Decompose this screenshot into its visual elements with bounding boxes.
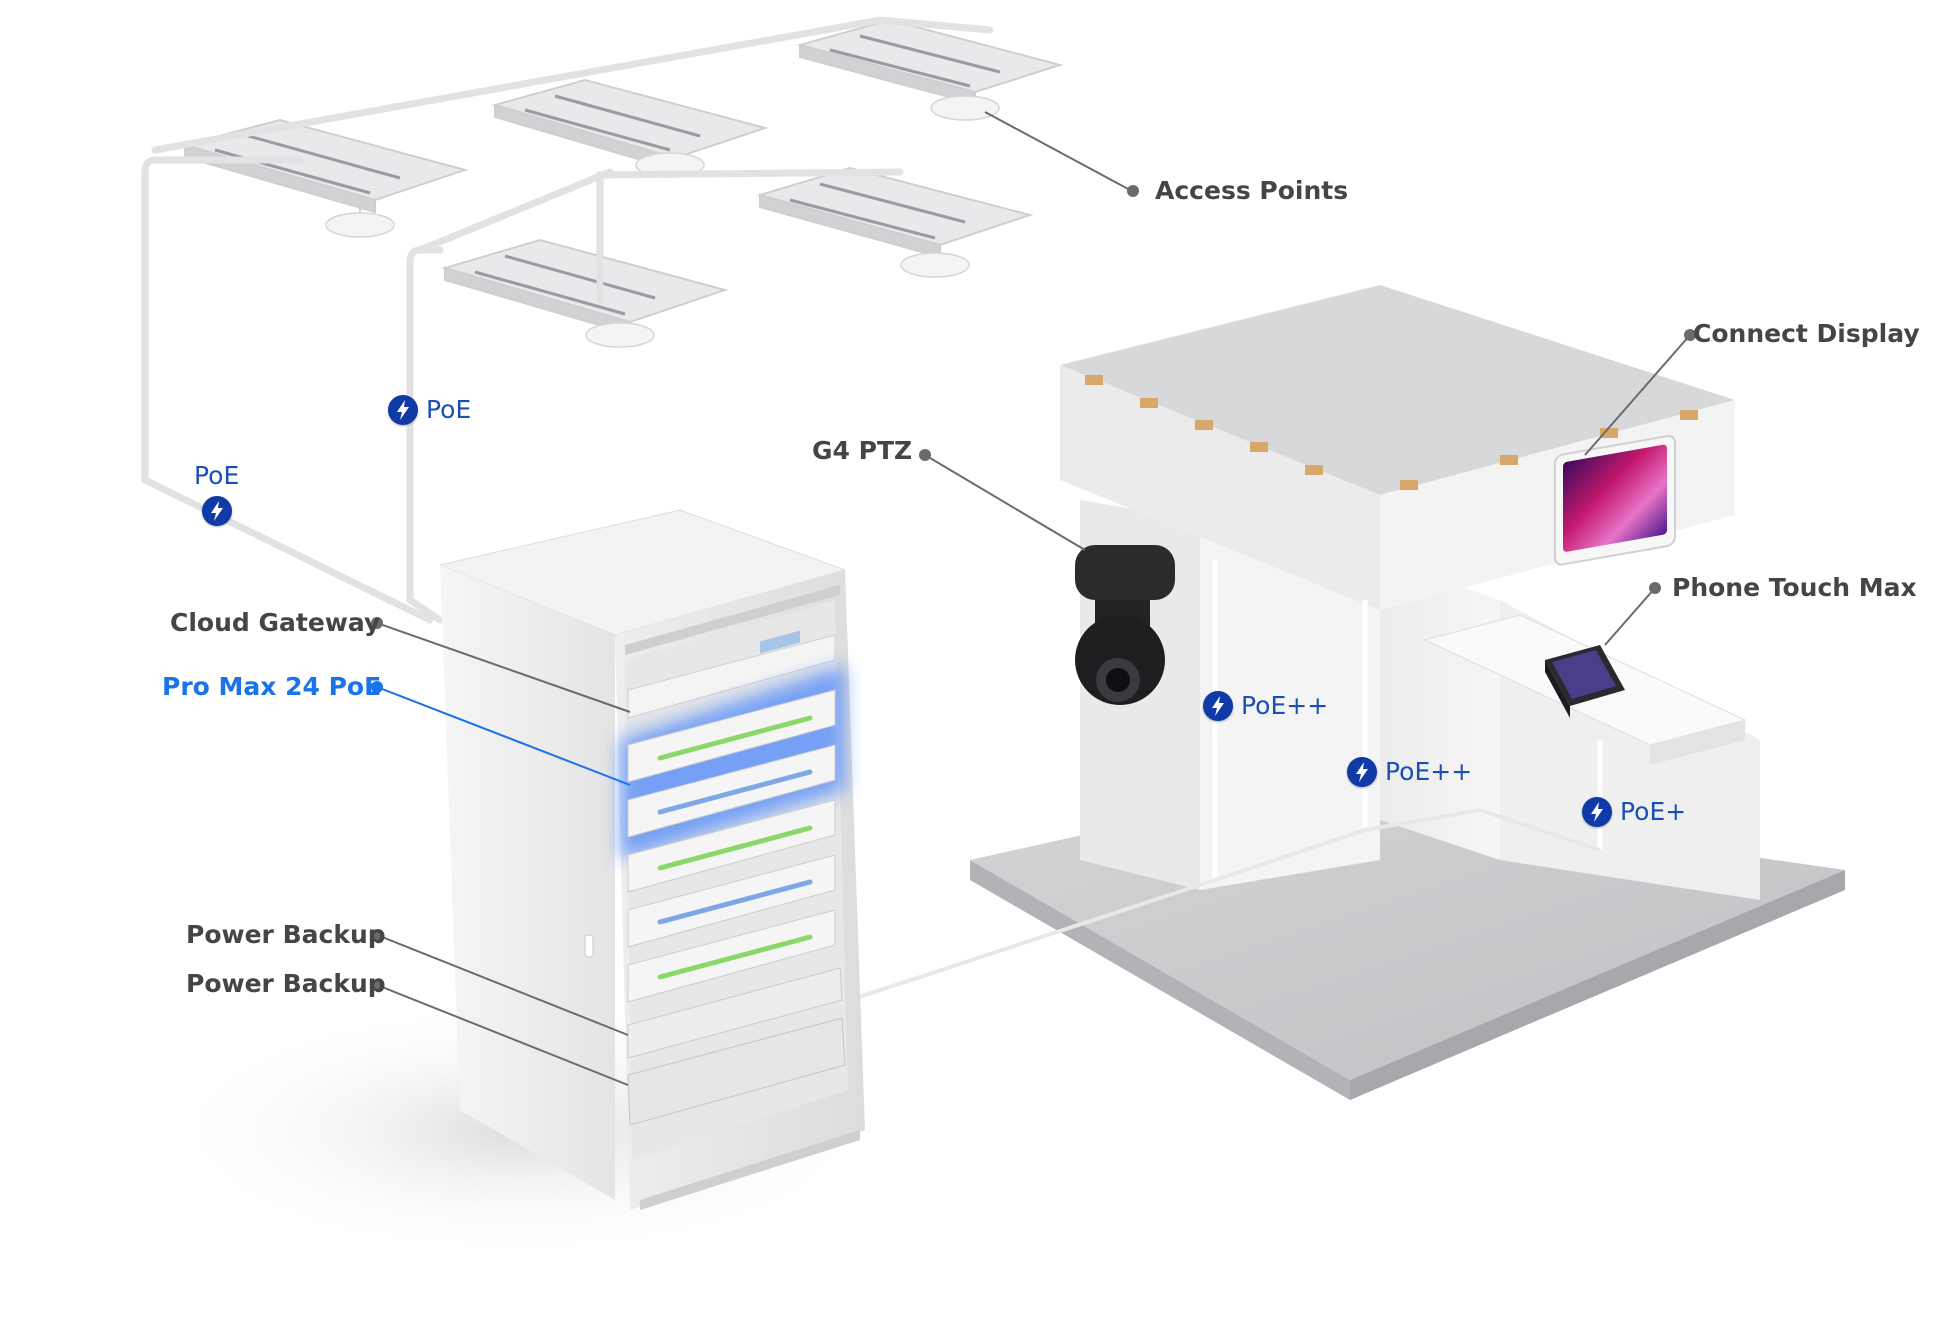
label-cloud-gateway: Cloud Gateway xyxy=(170,608,381,637)
label-connect-display: Connect Display xyxy=(1693,319,1920,348)
label-g4-ptz: G4 PTZ xyxy=(812,436,913,465)
g4-ptz-camera xyxy=(1075,545,1175,705)
poe-tag-label: PoE++ xyxy=(1241,691,1329,720)
power-backup-unit xyxy=(627,1017,846,1126)
poe-tag-phone: PoE+ xyxy=(1582,796,1686,828)
poe-tag-label: PoE++ xyxy=(1385,757,1473,786)
poe-cables xyxy=(141,16,994,624)
phone-touch-max-device xyxy=(1545,645,1625,718)
poe-tag-label: PoE xyxy=(426,395,472,424)
ceiling-tile xyxy=(491,78,769,172)
lightning-bolt-icon xyxy=(201,496,232,526)
poe-tag-display: PoE++ xyxy=(1347,756,1472,788)
connect-display-device xyxy=(1554,434,1676,566)
lightning-bolt-icon xyxy=(1203,691,1233,721)
lightning-bolt-icon xyxy=(1582,797,1612,827)
access-point-icon xyxy=(900,252,970,278)
label-power-backup-2: Power Backup xyxy=(186,969,386,998)
label-power-backup-1: Power Backup xyxy=(186,920,386,949)
ceiling-tile xyxy=(796,18,1064,106)
switch-unit xyxy=(627,689,836,783)
poe-tag-left: PoE xyxy=(194,460,239,526)
access-point-icon xyxy=(325,212,395,238)
label-access-points: Access Points xyxy=(1155,176,1349,205)
access-point-icon xyxy=(930,95,1000,121)
lightning-bolt-icon xyxy=(388,395,418,425)
ceiling-tile xyxy=(441,238,729,336)
label-pro-max-24-poe: Pro Max 24 PoE xyxy=(162,672,382,701)
ceiling-tile xyxy=(756,166,1034,259)
power-backup-unit xyxy=(627,967,843,1059)
ceiling-tiles xyxy=(181,18,1064,336)
lightning-bolt-icon xyxy=(1347,757,1377,787)
callout-dots xyxy=(371,185,1696,991)
poe-tag-camera: PoE++ xyxy=(1203,690,1328,722)
poe-tag-inner: PoE xyxy=(388,394,471,426)
cloud-gateway-unit xyxy=(627,630,836,719)
access-point-icon xyxy=(585,322,655,348)
callout-lines xyxy=(376,111,1691,1086)
poe-tag-label: PoE+ xyxy=(1620,797,1687,826)
switch-unit xyxy=(627,799,836,893)
rack-units xyxy=(620,630,846,1126)
poe-tag-label: PoE xyxy=(194,461,240,490)
label-phone-touch-max: Phone Touch Max xyxy=(1672,573,1917,602)
